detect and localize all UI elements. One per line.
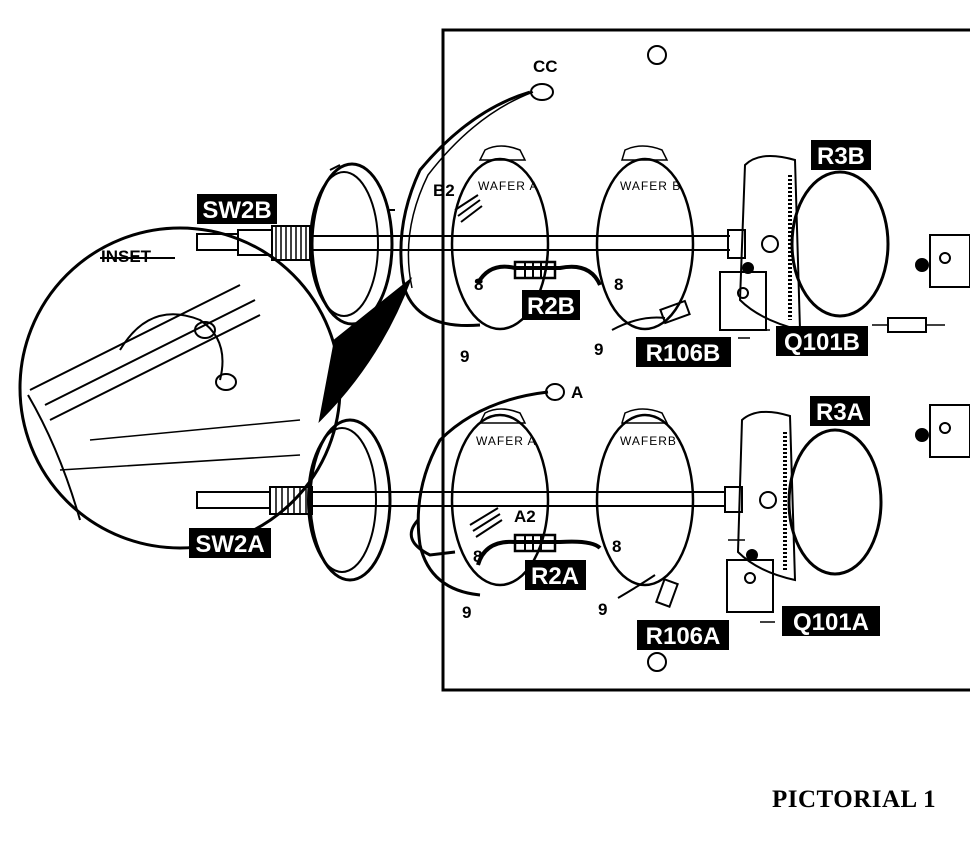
label-q101a-text: Q101A [793,609,869,636]
lug-9-lower-a: 9 [462,603,471,622]
mounting-hole-top [648,46,666,64]
lead-a-label: A [571,383,583,402]
label-sw2b-text: SW2B [202,197,271,224]
figure-caption: PICTORIAL 1 [772,786,936,814]
mounting-hole-bottom [648,653,666,671]
label-sw2a-text: SW2A [195,531,264,558]
socket-lower [916,405,970,457]
label-q101a: Q101A [782,606,880,636]
lug-a2-label: A2 [514,507,536,526]
label-r2b: R2B [522,290,580,320]
label-r2b-text: R2B [527,293,575,320]
lead-cc-label: CC [533,57,558,76]
wafer-a-lower-label: WAFER A [476,434,537,448]
label-r2a: R2A [525,560,586,590]
label-r3a-text: R3A [816,399,864,426]
resistor-r2b [478,267,600,285]
inset-circle [20,228,340,548]
socket-upper [916,235,970,287]
inset-label: INSET [101,247,152,266]
label-q101b-text: Q101B [784,329,860,356]
shaft-lower [197,492,270,508]
resistor-r106a [618,575,655,598]
lug-b2-label: B2 [433,181,455,200]
label-r106b-text: R106B [646,340,721,367]
mounting-disc-upper [312,164,392,324]
lug-9-upper-b: 9 [594,340,603,359]
label-r106a: R106A [637,620,729,650]
label-r106a-text: R106A [646,623,721,650]
lug-8-upper-b: 8 [614,275,623,294]
potentiometer-r3b [792,172,888,316]
inset-detail [20,228,410,548]
transistor-q101a [727,560,773,612]
wafer-b-upper-label: WAFER B [620,179,681,193]
lug-8-lower-b: 8 [612,537,621,556]
lug-8-upper-a: 8 [474,275,483,294]
mounting-disc-lower [310,420,390,580]
wafer-b-lower-label: WAFERB [620,434,677,448]
label-r3b-text: R3B [817,143,865,170]
label-r3b: R3B [811,140,871,170]
label-r2a-text: R2A [531,563,579,590]
label-sw2a: SW2A [189,528,271,558]
transistor-q101b [720,272,766,330]
lug-9-lower-b: 9 [598,600,607,619]
label-q101b: Q101B [776,326,868,356]
label-r106b: R106B [636,337,731,367]
lug-8-lower-a: 8 [473,547,482,566]
lug-9-upper-a: 9 [460,347,469,366]
label-sw2b: SW2B [197,194,277,224]
potentiometer-r3a [789,430,881,574]
wafer-a-upper-label: WAFER A [478,179,539,193]
label-r3a: R3A [810,396,870,426]
